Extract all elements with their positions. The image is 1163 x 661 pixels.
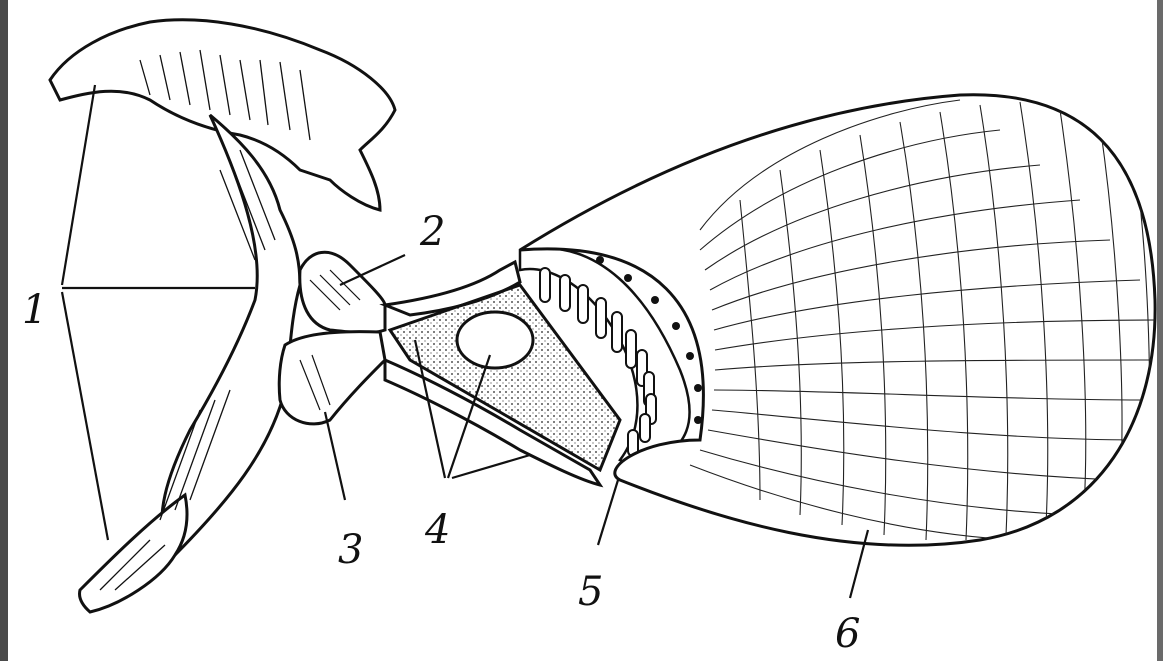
label-6: 6 bbox=[835, 614, 860, 654]
label-5: 5 bbox=[578, 572, 603, 612]
label-1: 1 bbox=[22, 290, 47, 330]
label-3: 3 bbox=[338, 530, 363, 570]
label-4: 4 bbox=[425, 510, 450, 550]
label-2: 2 bbox=[420, 212, 445, 252]
